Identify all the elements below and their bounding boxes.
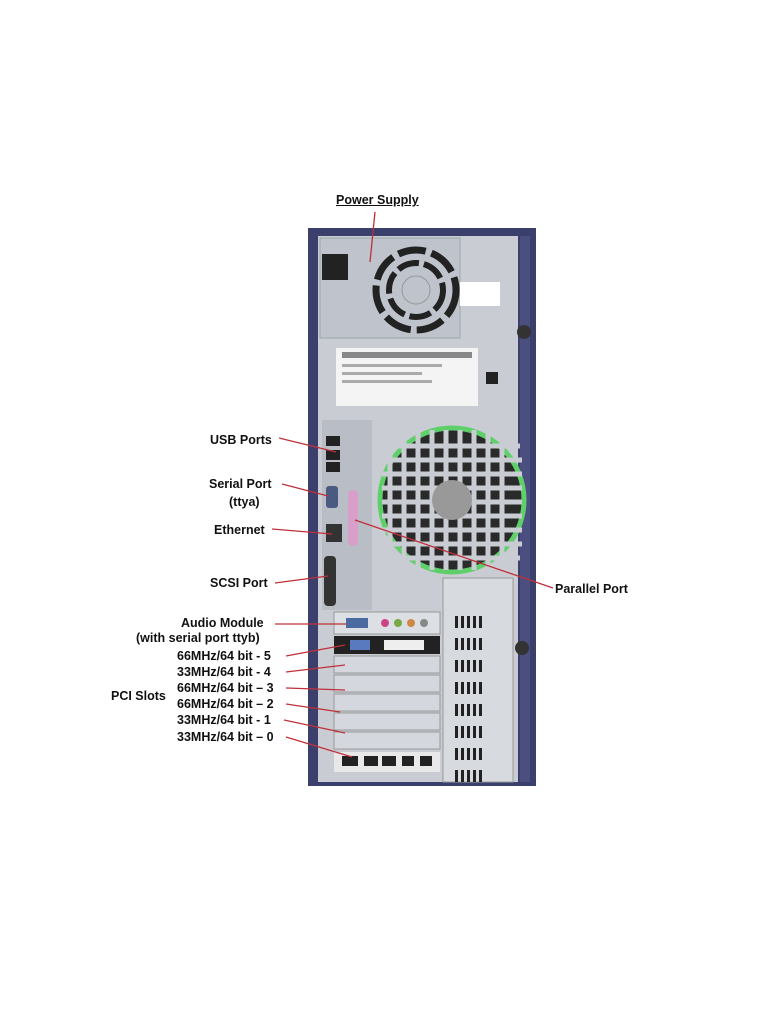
vent-slot — [479, 682, 482, 694]
psu-fan-icon — [372, 246, 460, 334]
vent-slot — [479, 616, 482, 628]
vent-slot — [479, 638, 482, 650]
pci-slot-cover-4 — [333, 655, 441, 674]
compliance-sticker — [460, 282, 500, 306]
vent-slot — [473, 638, 476, 650]
label-pci-slot-2: 66MHz/64 bit – 2 — [177, 697, 274, 711]
leader-scsi-port — [274, 575, 329, 584]
vent-slot — [473, 660, 476, 672]
label-parallel-port: Parallel Port — [555, 582, 628, 596]
vent-slot — [473, 726, 476, 738]
vent-slot — [479, 770, 482, 782]
usb-port — [326, 462, 340, 472]
vent-slot — [479, 704, 482, 716]
leader-pci-1 — [283, 719, 346, 734]
vent-slot — [455, 682, 458, 694]
leader-serial-port — [281, 483, 329, 497]
label-audio-module-sub: (with serial port ttyb) — [136, 631, 260, 645]
label-serial-port-sub: (ttya) — [229, 495, 260, 509]
vent-slot — [455, 726, 458, 738]
usb-port — [326, 450, 340, 460]
label-power-supply: Power Supply — [336, 193, 419, 207]
vent-slot — [473, 770, 476, 782]
usb-port — [326, 436, 340, 446]
vent-slot — [455, 770, 458, 782]
vent-slot — [455, 616, 458, 628]
leader-pci-4 — [285, 664, 346, 673]
vent-slot — [473, 704, 476, 716]
scsi-port-connector — [324, 556, 336, 606]
leader-usb-ports — [278, 437, 337, 453]
parallel-port-connector — [348, 490, 358, 546]
system-fan-icon — [377, 425, 527, 575]
label-pci-slots: PCI Slots — [111, 689, 166, 703]
pci-slot-cover-2 — [333, 693, 441, 712]
vent-slot — [467, 682, 470, 694]
label-scsi-port: SCSI Port — [210, 576, 268, 590]
leader-pci-2 — [285, 703, 341, 713]
vent-slot — [467, 638, 470, 650]
vent-slot — [455, 748, 458, 760]
label-pci-slot-4: 33MHz/64 bit - 4 — [177, 665, 271, 679]
leader-pci-3 — [285, 687, 346, 691]
vent-slot — [467, 616, 470, 628]
side-cover-vents — [442, 577, 514, 783]
vent-slot — [473, 682, 476, 694]
pci-slot-cover-1 — [333, 712, 441, 731]
vent-slot — [461, 726, 464, 738]
vent-slot — [461, 616, 464, 628]
vent-slot — [461, 660, 464, 672]
vent-slot — [455, 660, 458, 672]
label-pci-slot-3: 66MHz/64 bit – 3 — [177, 681, 274, 695]
vent-slot — [467, 726, 470, 738]
vent-slot — [455, 704, 458, 716]
vent-slot — [461, 638, 464, 650]
vent-slot — [467, 660, 470, 672]
leader-ethernet — [271, 528, 333, 535]
ethernet-port — [326, 524, 342, 542]
vent-slot — [461, 682, 464, 694]
vent-slot — [479, 748, 482, 760]
label-audio-module: Audio Module — [181, 616, 264, 630]
label-pci-slot-1: 33MHz/64 bit - 1 — [177, 713, 271, 727]
label-usb-ports: USB Ports — [210, 433, 272, 447]
leader-pci-0 — [285, 736, 353, 758]
vent-slot — [467, 748, 470, 760]
leader-pci-5 — [285, 644, 346, 657]
vent-slot — [473, 616, 476, 628]
leader-parallel-port — [354, 519, 554, 589]
vent-slot — [479, 660, 482, 672]
vent-slot — [455, 638, 458, 650]
label-ethernet: Ethernet — [214, 523, 265, 537]
label-pci-slot-0: 33MHz/64 bit – 0 — [177, 730, 274, 744]
vent-slot — [467, 704, 470, 716]
serial-port-connector — [326, 486, 338, 508]
label-serial-port: Serial Port — [209, 477, 272, 491]
power-socket — [322, 254, 348, 280]
pci-slot-cover-0 — [333, 731, 441, 750]
leader-lines — [271, 211, 554, 758]
vent-slot — [461, 704, 464, 716]
vent-slot — [479, 726, 482, 738]
label-pci-slot-5: 66MHz/64 bit - 5 — [177, 649, 271, 663]
vent-slot — [461, 748, 464, 760]
vent-slot — [473, 748, 476, 760]
leader-power-supply — [369, 211, 376, 263]
vent-slot — [461, 770, 464, 782]
pci-slot-cover-3 — [333, 674, 441, 693]
vent-slot — [467, 770, 470, 782]
